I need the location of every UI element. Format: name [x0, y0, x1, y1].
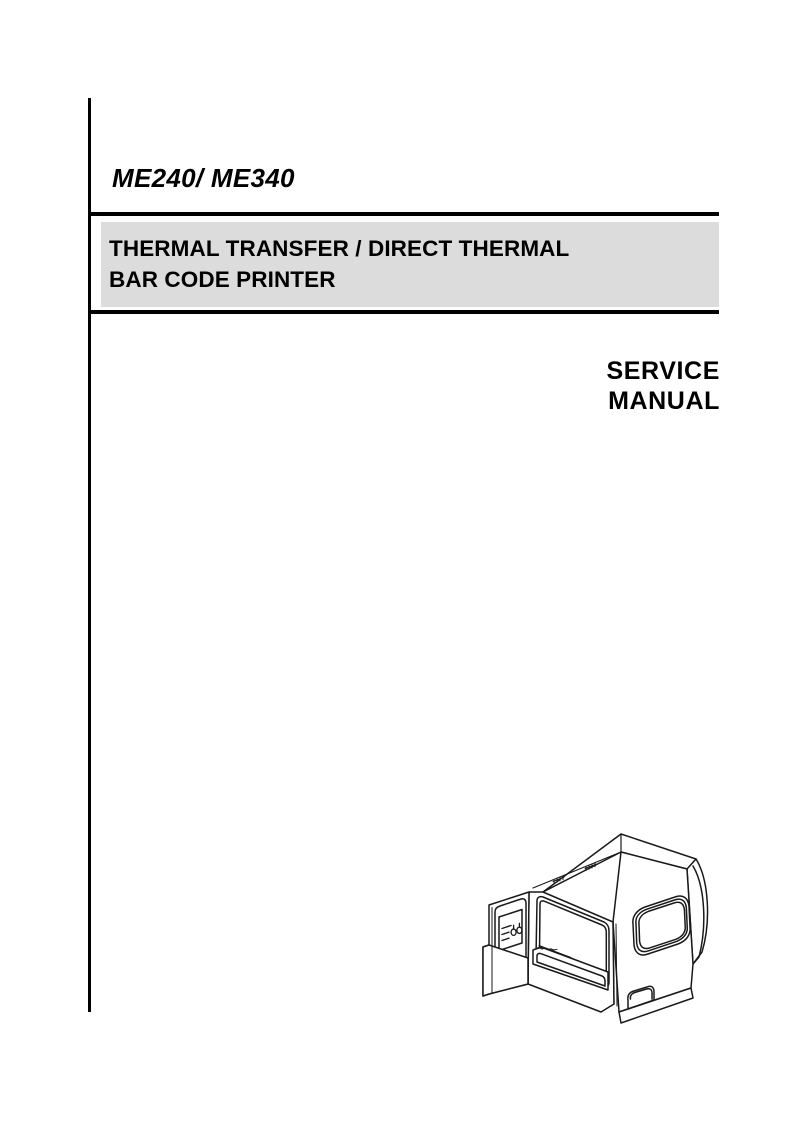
manual-type-line-2: MANUAL: [608, 387, 720, 415]
product-subtitle-band: THERMAL TRANSFER / DIRECT THERMAL BAR CO…: [101, 222, 719, 307]
product-subtitle-line-1: THERMAL TRANSFER / DIRECT THERMAL: [109, 236, 570, 261]
vertical-spine-rule: [88, 98, 91, 1012]
horizontal-rule-top: [88, 212, 719, 216]
product-subtitle-line-2: BAR CODE PRINTER: [109, 267, 336, 292]
manual-type-line-1: SERVICE: [606, 357, 720, 385]
bar-code-printer-drawing: [482, 833, 709, 1024]
manual-type-heading: SERVICE MANUAL: [300, 356, 720, 416]
printer-illustration: [471, 812, 751, 1057]
horizontal-rule-bottom: [88, 310, 719, 314]
page-title-model-number: ME240/ ME340: [112, 163, 295, 193]
